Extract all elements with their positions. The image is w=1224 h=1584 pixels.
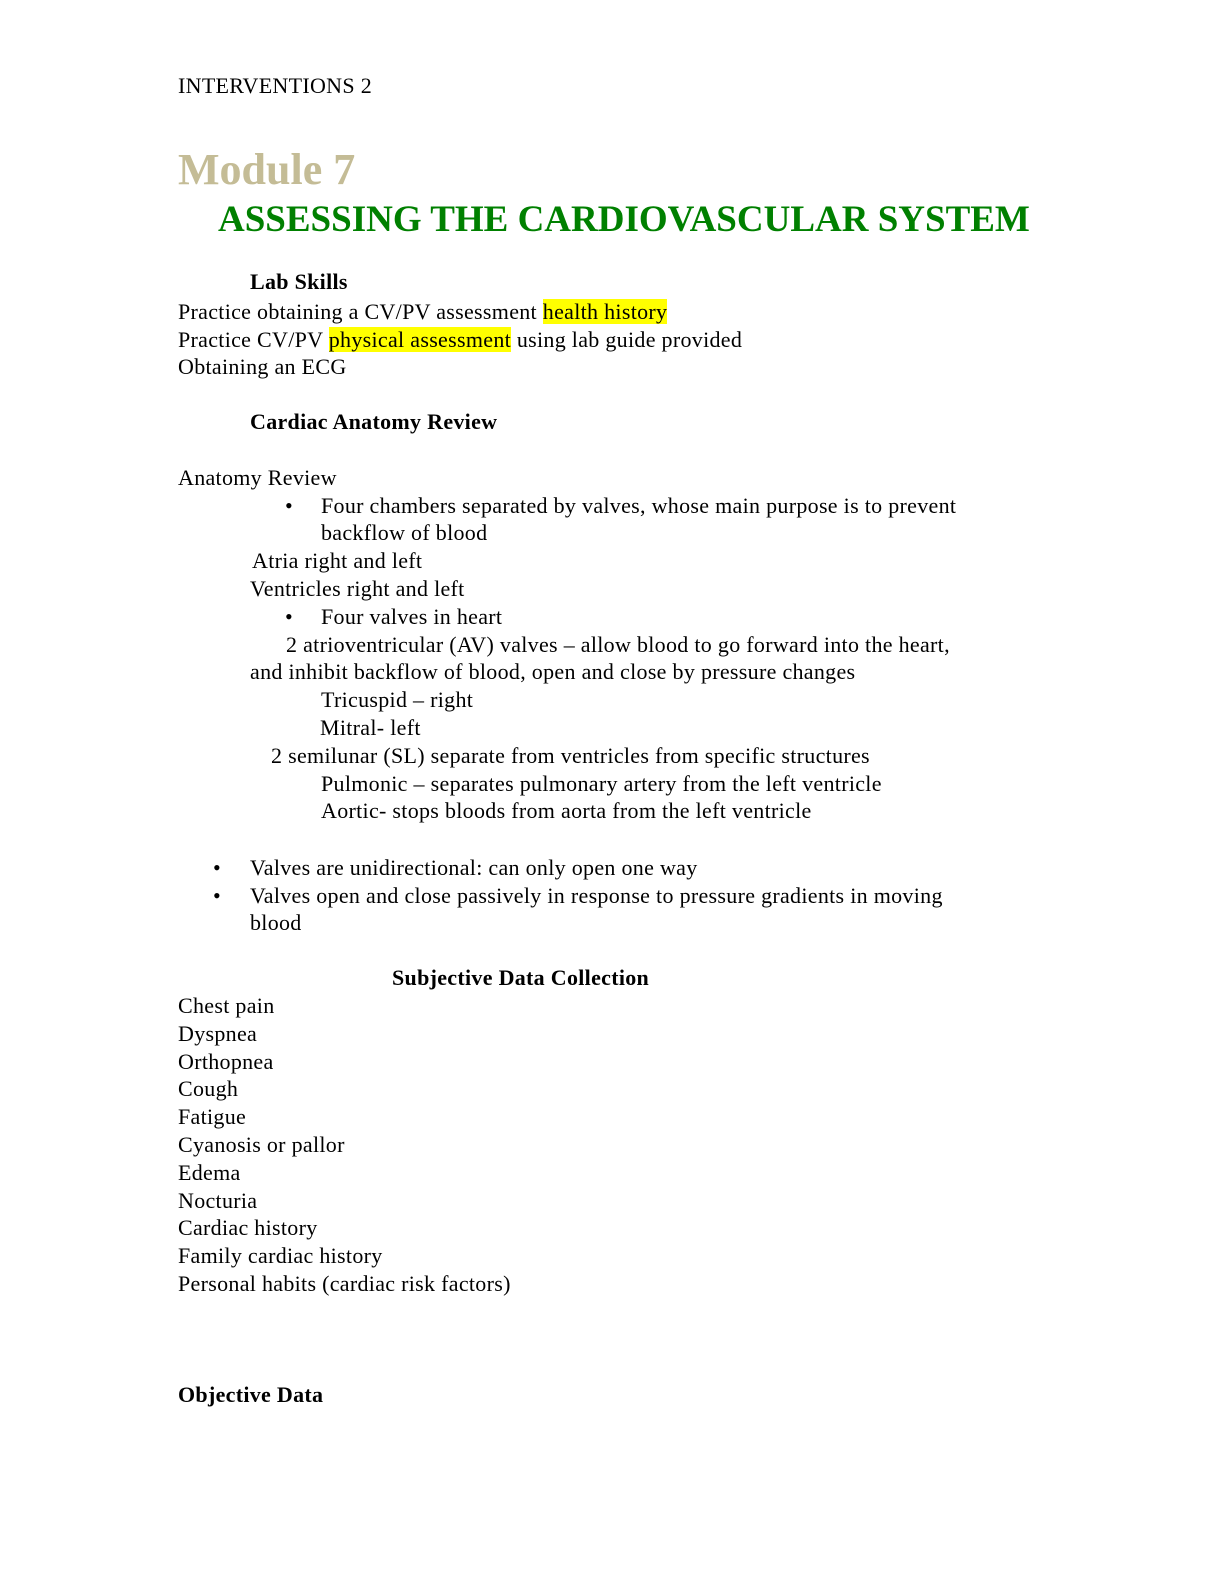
anatomy-line: Atria right and left bbox=[252, 548, 423, 573]
bullet-icon: • bbox=[213, 855, 221, 880]
module-label: Module 7 bbox=[178, 145, 356, 194]
highlight: physical assessment bbox=[328, 327, 512, 352]
bullet-icon: • bbox=[285, 493, 293, 518]
subjective-item: Dyspnea bbox=[178, 1020, 258, 1046]
subjective-item: Edema bbox=[178, 1159, 241, 1185]
anatomy-subheading: Anatomy Review bbox=[178, 465, 337, 490]
valve-line: blood bbox=[250, 910, 302, 935]
anatomy-line: Pulmonic – separates pulmonary artery fr… bbox=[321, 771, 882, 796]
text: Practice obtaining a CV/PV assessment bbox=[178, 299, 543, 324]
anatomy-line: and inhibit backflow of blood, open and … bbox=[250, 659, 856, 684]
valve-line: Valves open and close passively in respo… bbox=[250, 883, 943, 908]
anatomy-line: Four chambers separated by valves, whose… bbox=[321, 493, 957, 518]
bullet-icon: • bbox=[285, 604, 293, 629]
subjective-heading: Subjective Data Collection bbox=[392, 965, 650, 990]
subjective-item: Cough bbox=[178, 1076, 239, 1102]
objective-heading: Objective Data bbox=[178, 1382, 324, 1407]
lab-line-2: Practice CV/PV physical assessment using… bbox=[178, 327, 742, 353]
page-header: INTERVENTIONS 2 bbox=[178, 73, 372, 98]
anatomy-heading: Cardiac Anatomy Review bbox=[250, 409, 498, 434]
subjective-item: Orthopnea bbox=[178, 1048, 274, 1074]
anatomy-line: 2 semilunar (SL) separate from ventricle… bbox=[271, 743, 870, 768]
highlight: health history bbox=[542, 299, 668, 324]
subjective-item: Cyanosis or pallor bbox=[178, 1132, 345, 1157]
anatomy-line: Ventricles right and left bbox=[250, 576, 465, 601]
bullet-icon: • bbox=[213, 883, 221, 908]
subjective-item: Nocturia bbox=[178, 1187, 258, 1213]
anatomy-line: 2 atrioventricular (AV) valves – allow b… bbox=[286, 632, 950, 657]
subjective-item: Personal habits (cardiac risk factors) bbox=[178, 1271, 511, 1296]
anatomy-line: Mitral- left bbox=[320, 715, 421, 740]
text: Practice CV/PV bbox=[178, 327, 329, 352]
subjective-item: Chest pain bbox=[178, 993, 275, 1018]
subjective-item: Cardiac history bbox=[178, 1215, 318, 1241]
page-title: ASSESSING THE CARDIOVASCULAR SYSTEM bbox=[218, 199, 1030, 240]
lab-skills-heading: Lab Skills bbox=[250, 269, 348, 294]
lab-line-1: Practice obtaining a CV/PV assessment he… bbox=[178, 299, 668, 325]
lab-line-3: Obtaining an ECG bbox=[178, 354, 347, 379]
subjective-item: Family cardiac history bbox=[178, 1243, 383, 1269]
anatomy-line: backflow of blood bbox=[321, 520, 488, 545]
anatomy-line: Four valves in heart bbox=[321, 604, 503, 629]
valve-line: Valves are unidirectional: can only open… bbox=[250, 855, 698, 880]
text: using lab guide provided bbox=[511, 327, 743, 352]
anatomy-line: Aortic- stops bloods from aorta from the… bbox=[321, 798, 812, 823]
anatomy-line: Tricuspid – right bbox=[321, 687, 474, 712]
subjective-item: Fatigue bbox=[178, 1104, 247, 1130]
